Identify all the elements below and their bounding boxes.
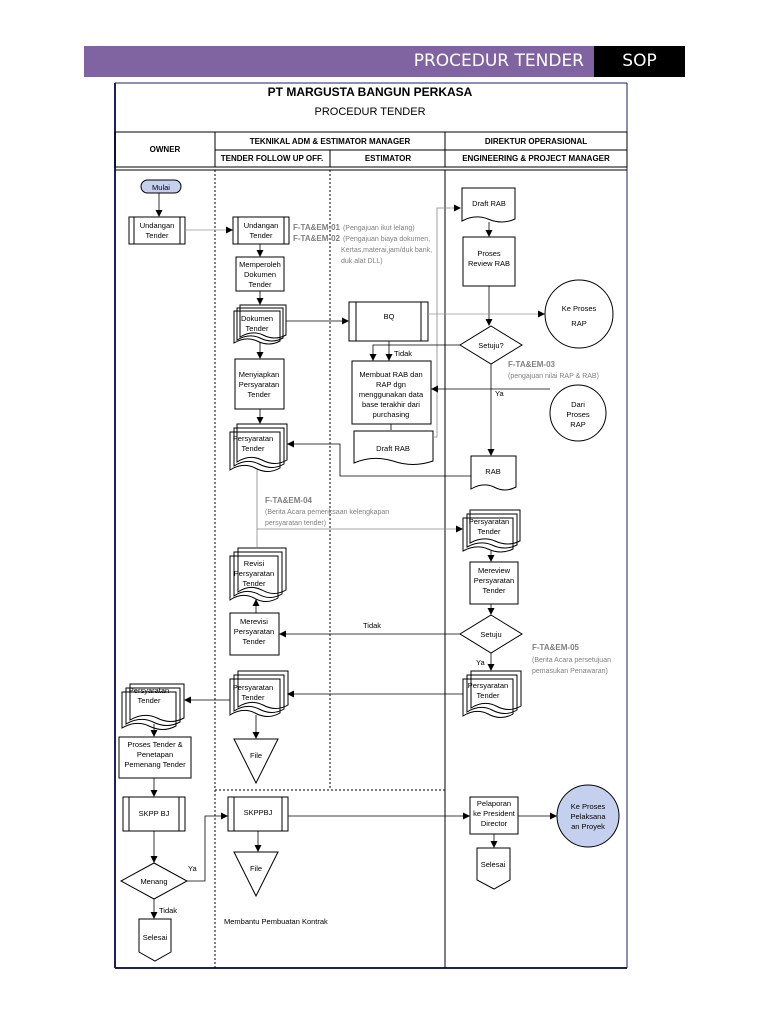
- banner-title: PROCEDUR TENDER: [413, 51, 584, 71]
- title-banner: PROCEDUR TENDER SOP: [84, 46, 685, 77]
- column-owner: OWNER: [150, 145, 181, 154]
- ftaem03-note: (pengajuan nilai RAP & RAB): [508, 373, 599, 380]
- persyaratan-tf2-doc: [229, 670, 289, 717]
- bq-label: BQ: [384, 312, 395, 321]
- selesai-owner-label: Selesai: [143, 933, 168, 942]
- rab-label: RAB: [485, 467, 500, 476]
- file1-storage: [233, 738, 279, 785]
- swimlane-header: [114, 131, 628, 171]
- dokumen-doc: [233, 304, 287, 345]
- skppbj-tf-label: SKPPBJ: [244, 808, 273, 817]
- column-engineering: ENGINEERING & PROJECT MANAGER: [462, 154, 610, 163]
- file2-storage: [233, 851, 279, 898]
- mereview-box: [469, 561, 519, 605]
- edge-label-ya1: Ya: [495, 389, 504, 398]
- company-title: PT MARGUSTA BANGUN PERKASA: [268, 85, 473, 99]
- ke-proses-rap-connector: [544, 279, 614, 349]
- flow-connectors: [150, 193, 557, 919]
- skpp-owner-label: SKPP BJ: [139, 809, 170, 818]
- skppbj-tf-process: [227, 796, 289, 832]
- banner-tag-label: SOP: [622, 51, 657, 71]
- mulai-label: Mulai: [152, 183, 170, 192]
- undangan-tf-process: [232, 216, 290, 245]
- file1-label: File: [250, 751, 262, 760]
- mulai-terminal: [140, 179, 182, 194]
- document-subtitle: PROCEDUR TENDER: [314, 106, 425, 118]
- bq-process: [348, 301, 429, 342]
- merevisi-box: [229, 612, 280, 656]
- ftaem02-note: Kertas,materai,jam/duk bank,duk alat DLL…: [341, 247, 432, 265]
- persyaratan-tf1-doc: [229, 423, 288, 472]
- banner-sop-tag: SOP: [594, 46, 685, 77]
- persyaratan-owner-doc: [121, 683, 185, 730]
- draft-rab-dir-doc: [461, 187, 516, 223]
- pelaporan-box: [469, 796, 519, 835]
- edge-label-tidak1: Tidak: [394, 349, 412, 358]
- draft-rab-est-label: Draft RAB: [376, 444, 410, 453]
- edge-label-tidak3: Tidak: [159, 906, 177, 915]
- edge-label-ya3: Ya: [188, 864, 197, 873]
- banner-title-bar: PROCEDUR TENDER: [84, 46, 594, 77]
- selesai-dir-offpage: [476, 847, 511, 890]
- undangan-owner-process: [128, 216, 186, 245]
- menyiapkan-box: [234, 358, 285, 410]
- file2-label: File: [250, 864, 262, 873]
- column-teknikal: TEKNIKAL ADM & ESTIMATOR MANAGER: [250, 137, 411, 146]
- setuju1-label: Setuju?: [478, 341, 503, 350]
- selesai-owner-offpage: [138, 918, 172, 962]
- edge-label-tidak2: Tidak: [363, 621, 381, 630]
- ke-proses-pelaksanaan-connector: [556, 784, 620, 848]
- memperoleh-box: [235, 256, 285, 292]
- dari-proses-rap-connector: [549, 384, 607, 442]
- ftaem04-code: F-TA&EM-04: [265, 496, 313, 505]
- column-direktur: DIREKTUR OPERASIONAL: [485, 137, 587, 146]
- ftaem01-annotation: F-TA&EM-01(Pengajuan ikut lelang): [293, 223, 415, 232]
- persyaratan-dir2-doc: [462, 670, 522, 718]
- column-tender-follow-up: TENDER FOLLOW UP OFF.: [221, 154, 324, 163]
- draft-rab-est-doc: [353, 430, 434, 465]
- selesai-dir-label: Selesai: [481, 860, 506, 869]
- ftaem05-code: F-TA&EM-05: [532, 643, 580, 652]
- menang-label: Menang: [140, 877, 167, 886]
- edge-label-ya2: Ya: [476, 658, 485, 667]
- draft-rab-dir-label: Draft RAB: [472, 199, 506, 208]
- proses-review-box: [462, 236, 516, 287]
- proses-tender-box: [118, 736, 192, 779]
- column-estimator: ESTIMATOR: [365, 154, 412, 163]
- setuju2-label: Setuju: [480, 630, 501, 639]
- revisi-doc: [229, 547, 287, 602]
- lane-separators: [214, 170, 446, 968]
- membantu-note: Membantu Pembuatan Kontrak: [224, 917, 328, 926]
- membuat-rab-box: [351, 360, 432, 425]
- ftaem02-annotation: F-TA&EM-02(Pengajuan biaya dokumen,: [293, 234, 430, 243]
- rab-doc: [470, 455, 517, 491]
- ftaem03-code: F-TA&EM-03: [508, 360, 556, 369]
- persyaratan-dir1-doc: [462, 509, 521, 553]
- diagram-frame: [114, 82, 628, 969]
